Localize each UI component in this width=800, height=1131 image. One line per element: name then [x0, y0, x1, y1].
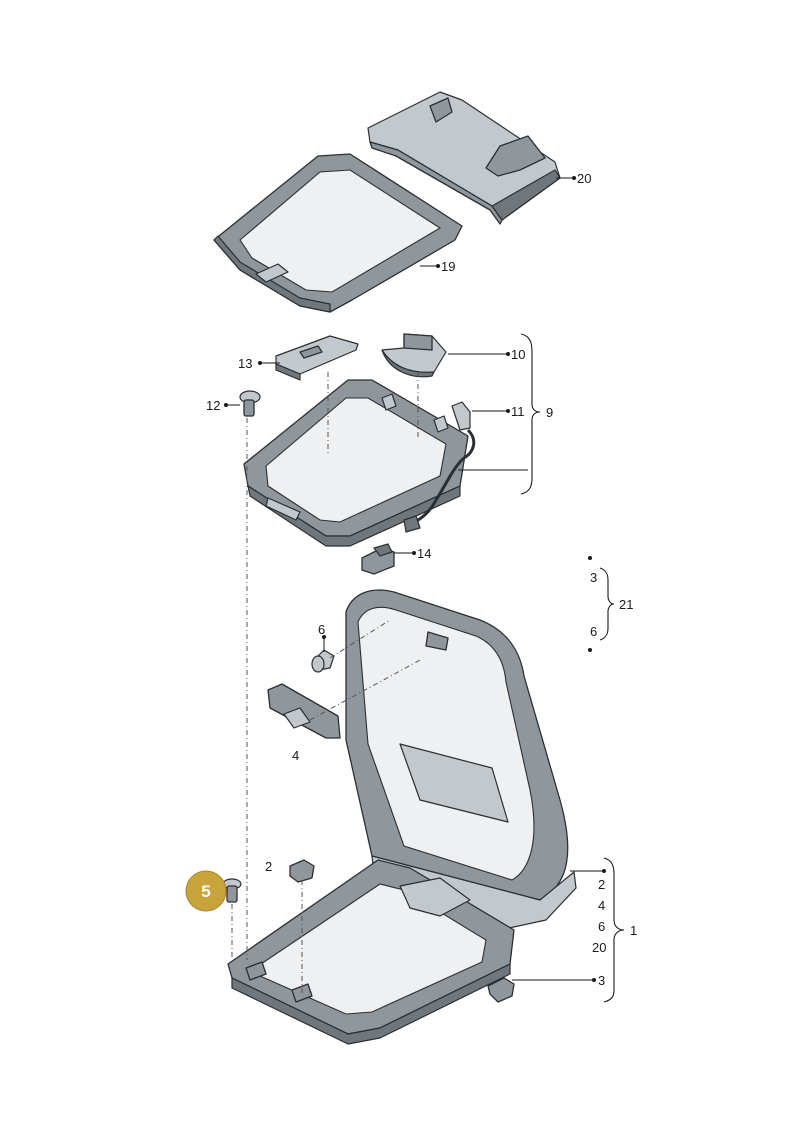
part-13-plate	[275, 335, 359, 381]
part-base-frame	[227, 859, 515, 1045]
part-6-bulb	[311, 649, 335, 673]
braces	[520, 333, 625, 1003]
callout-1: 1	[630, 923, 637, 938]
callout-14: 14	[417, 546, 431, 561]
callout-13: 13	[238, 356, 252, 371]
callout-9: 9	[546, 405, 553, 420]
callout-10: 10	[511, 347, 525, 362]
assembly-lines	[231, 372, 421, 996]
highlight-badge-circle	[185, 870, 227, 912]
callout-labels: 20 19 13 10 12 11 9 14 3 21 6 6 4 2 2 4 …	[206, 171, 637, 988]
part-19-lid-frame	[213, 153, 463, 313]
part-11-cable	[403, 401, 476, 533]
callout-2: 2	[265, 859, 272, 874]
part-3-clip	[487, 977, 515, 1003]
callout-6: 6	[318, 622, 325, 637]
callout-3-top: 3	[590, 570, 597, 585]
part-9-storage-tray	[243, 379, 469, 547]
part-10-clip	[381, 333, 447, 378]
part-1-armrest-body	[345, 589, 577, 931]
callout-19: 19	[441, 259, 455, 274]
part-20-lid-cover	[367, 91, 561, 225]
callout-21: 21	[619, 597, 633, 612]
callout-6-top: 6	[590, 624, 597, 639]
highlight-badge-label: 5	[201, 882, 210, 901]
part-5-screw	[222, 878, 242, 903]
part-12-screw	[239, 390, 261, 417]
callout-12: 12	[206, 398, 220, 413]
part-2-clip	[289, 859, 315, 883]
highlight-badge: 5	[185, 870, 227, 912]
part-4-lamp-housing	[267, 683, 341, 739]
callout-20-right: 20	[592, 940, 606, 955]
callout-2-right: 2	[598, 877, 605, 892]
callout-4-right: 4	[598, 898, 605, 913]
leader-lines	[224, 176, 606, 982]
part-14-connector	[361, 543, 395, 575]
callout-4: 4	[292, 748, 299, 763]
callout-11: 11	[511, 404, 525, 419]
callout-20: 20	[577, 171, 591, 186]
callout-3-right: 3	[598, 973, 605, 988]
callout-6-right: 6	[598, 919, 605, 934]
